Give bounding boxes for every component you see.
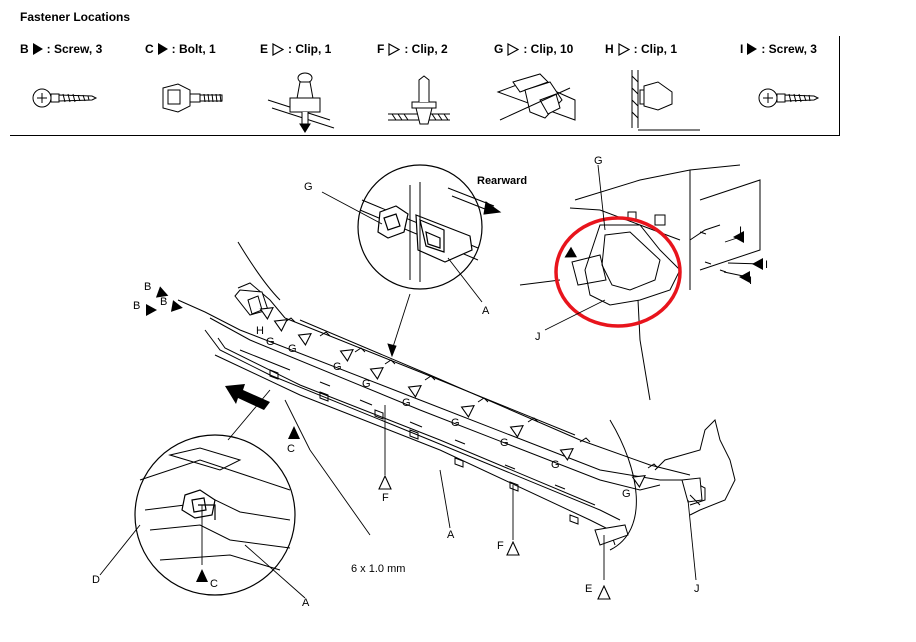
diagram-labels: Rearward 6 x 1.0 mm G A G J I I I B B B … <box>92 155 768 609</box>
filled-triangle-icon <box>747 43 758 55</box>
open-triangle-icon <box>388 42 401 56</box>
side-sill-panel <box>177 241 736 551</box>
label-h: H <box>256 325 264 337</box>
screw-b-icon <box>32 88 98 108</box>
fastener-letter: E <box>260 42 269 56</box>
fastener-item-h: H : Clip, 1 <box>605 42 677 56</box>
label-i: I <box>749 275 752 287</box>
fastener-label: : Clip, 1 <box>288 42 332 56</box>
label-i: I <box>739 225 742 237</box>
label-g: G <box>402 397 411 409</box>
detail-circle-top <box>357 164 483 290</box>
label-i: I <box>765 259 768 271</box>
label-e: E <box>585 583 592 595</box>
label-b: B <box>144 281 151 293</box>
label-f: F <box>497 540 504 552</box>
fastener-item-f: F : Clip, 2 <box>377 42 448 56</box>
clip-e-icon <box>267 72 335 133</box>
highlight-circle <box>554 216 682 328</box>
fastener-label: : Clip, 2 <box>404 42 448 56</box>
fastener-item-c: C : Bolt, 1 <box>145 42 216 56</box>
open-triangle-icon <box>507 42 520 56</box>
fastener-letter: G <box>494 42 504 56</box>
filled-triangle-icon <box>32 43 43 55</box>
rearward-label: Rearward <box>477 175 527 187</box>
label-c: C <box>287 443 295 455</box>
label-d: D <box>92 574 100 586</box>
label-g: G <box>266 336 275 348</box>
label-g: G <box>333 361 342 373</box>
label-b: B <box>160 296 167 308</box>
fastener-label: : Clip, 10 <box>523 42 574 56</box>
label-g: G <box>362 378 371 390</box>
fastener-letter: I <box>740 42 744 56</box>
fastener-letter: H <box>605 42 614 56</box>
fastener-letter: F <box>377 42 385 56</box>
label-a: A <box>482 305 490 317</box>
label-g: G <box>594 155 603 167</box>
page-title: Fastener Locations <box>20 10 131 24</box>
label-f: F <box>382 492 389 504</box>
label-g: G <box>622 488 631 500</box>
label-a: A <box>302 597 310 609</box>
open-triangle-icon <box>272 42 285 56</box>
clip-f-icon <box>388 75 450 125</box>
label-g: G <box>551 459 560 471</box>
label-a: A <box>447 529 455 541</box>
label-b: B <box>133 300 140 312</box>
bolt-c-icon <box>162 83 223 113</box>
label-g: G <box>500 437 509 449</box>
fastener-item-g: G : Clip, 10 <box>494 42 573 56</box>
fastener-item-i: I : Screw, 3 <box>740 42 817 56</box>
clip-g-icon <box>496 73 576 121</box>
detail-circle-bottom <box>134 434 296 596</box>
filled-triangle-icon <box>157 43 168 55</box>
fastener-legend: B : Screw, 3 C : Bolt, 1 E : Clip, 1 F :… <box>10 36 840 136</box>
screw-i-icon <box>758 88 820 108</box>
label-j: J <box>694 583 700 595</box>
label-g: G <box>288 343 297 355</box>
label-c: C <box>210 578 218 590</box>
arrow-icon <box>225 384 270 410</box>
leader-lines <box>99 164 763 599</box>
fastener-label: : Clip, 1 <box>633 42 678 56</box>
fastener-label: : Screw, 3 <box>761 42 817 56</box>
fastener-label: : Screw, 3 <box>46 42 103 56</box>
fastener-letter: B <box>20 42 29 56</box>
clip-markers <box>260 302 650 600</box>
open-triangle-icon <box>618 42 630 56</box>
bolt-size-label: 6 x 1.0 mm <box>351 563 405 575</box>
fastener-label: : Bolt, 1 <box>171 42 216 56</box>
rearward-arrow <box>447 187 502 215</box>
label-g: G <box>451 417 460 429</box>
fastener-item-e: E : Clip, 1 <box>260 42 331 56</box>
fastener-letter: C <box>145 42 154 56</box>
label-g: G <box>304 181 313 193</box>
label-j: J <box>535 331 541 343</box>
clip-h-icon <box>631 70 700 131</box>
fastener-item-b: B : Screw, 3 <box>20 42 102 56</box>
